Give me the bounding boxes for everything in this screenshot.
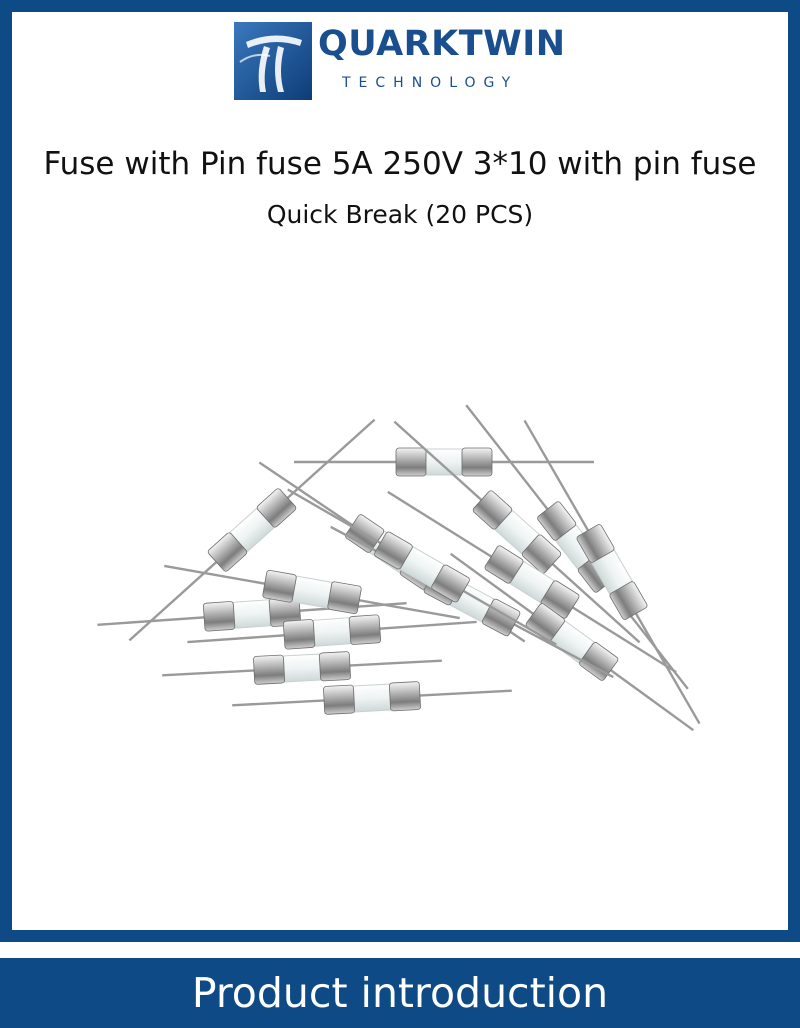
fuse-icon [162, 651, 442, 685]
brand-logo: QUARKTWIN TECHNOLOGY [234, 22, 594, 120]
section-header-band: Product introduction [0, 958, 800, 1028]
fuse-icon [523, 419, 701, 725]
fuse-icon [232, 681, 512, 715]
fuse-icon [449, 552, 695, 732]
fuse-icon [287, 488, 557, 646]
brand-tagline: TECHNOLOGY [342, 75, 519, 91]
fuses-photo [97, 404, 701, 732]
fuse-icon [128, 418, 376, 642]
product-frame: QUARKTWIN TECHNOLOGY Fuse with Pin fuse … [0, 0, 800, 942]
product-title: Fuse with Pin fuse 5A 250V 3*10 with pin… [43, 146, 757, 182]
product-card: QUARKTWIN TECHNOLOGY Fuse with Pin fuse … [12, 12, 788, 930]
product-subtitle: Quick Break (20 PCS) [266, 200, 534, 229]
fuse-icon [187, 614, 477, 650]
quarktwin-logo-icon [234, 22, 312, 100]
fuse-icon [164, 564, 460, 620]
brand-name: QUARKTWIN [318, 24, 566, 64]
fuse-icon [393, 420, 641, 644]
fuse-icon [294, 447, 594, 477]
section-header-title: Product introduction [191, 969, 609, 1017]
